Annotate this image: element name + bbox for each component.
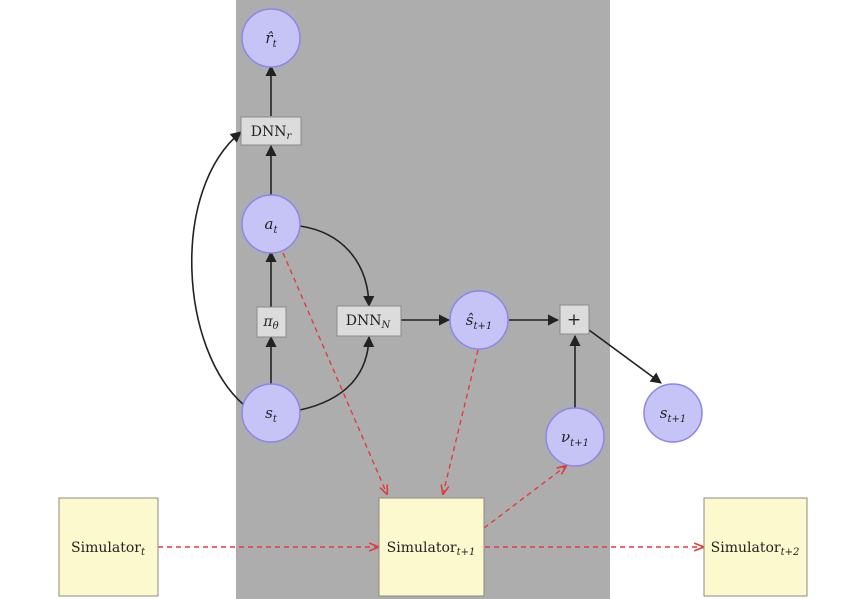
- svg-text:r̂t: r̂t: [265, 29, 277, 50]
- svg-text:+: +: [567, 310, 581, 330]
- svg-text:νt+1: νt+1: [561, 428, 589, 449]
- function-boxes: DNNr πθ DNNN +: [240, 116, 590, 338]
- box-dnn-r: DNNr: [240, 116, 302, 146]
- node-s-next: st+1: [643, 383, 703, 443]
- svg-text:DNNr: DNNr: [251, 124, 293, 142]
- box-pi-theta: πθ: [256, 306, 287, 338]
- svg-text:st+1: st+1: [660, 404, 686, 425]
- svg-text:πθ: πθ: [262, 314, 278, 332]
- svg-text:DNNN: DNNN: [346, 313, 392, 331]
- svg-text:at: at: [265, 215, 279, 236]
- simulator-boxes: Simulatort Simulatort+1 Simulatort+2: [58, 497, 808, 597]
- dashed-edges: [158, 252, 703, 547]
- box-simulator-t2: Simulatort+2: [703, 497, 808, 597]
- node-s-t: st: [241, 383, 301, 443]
- box-dnn-n: DNNN: [336, 305, 402, 337]
- edge-a-to-dnnn: [299, 225, 375, 308]
- svg-text:ŝt+1: ŝt+1: [466, 311, 492, 332]
- edge-shat-to-sim: [443, 349, 479, 494]
- node-a-t: at: [241, 194, 301, 254]
- svg-text:st: st: [265, 404, 278, 425]
- solid-edges: [190, 64, 662, 411]
- box-plus: +: [559, 304, 590, 335]
- box-simulator-t1: Simulatort+1: [378, 497, 485, 597]
- edge-s-to-dnnr: [190, 131, 245, 406]
- edge-s-to-dnnn: [299, 335, 375, 411]
- svg-text:Simulatort+1: Simulatort+1: [387, 540, 476, 558]
- edge-sim-to-nu: [483, 466, 566, 529]
- edge-plus-to-snext: [588, 329, 662, 384]
- node-r-hat: r̂t: [241, 8, 301, 68]
- state-nodes: r̂t at st ŝt+1 νt+1 st+1: [241, 8, 703, 467]
- box-simulator-t: Simulatort: [58, 497, 159, 597]
- svg-text:Simulatort: Simulatort: [71, 540, 146, 558]
- node-nu-next: νt+1: [545, 407, 605, 467]
- node-s-hat-next: ŝt+1: [449, 290, 509, 350]
- svg-text:Simulatort+2: Simulatort+2: [711, 540, 800, 558]
- edge-a-to-sim: [282, 252, 387, 494]
